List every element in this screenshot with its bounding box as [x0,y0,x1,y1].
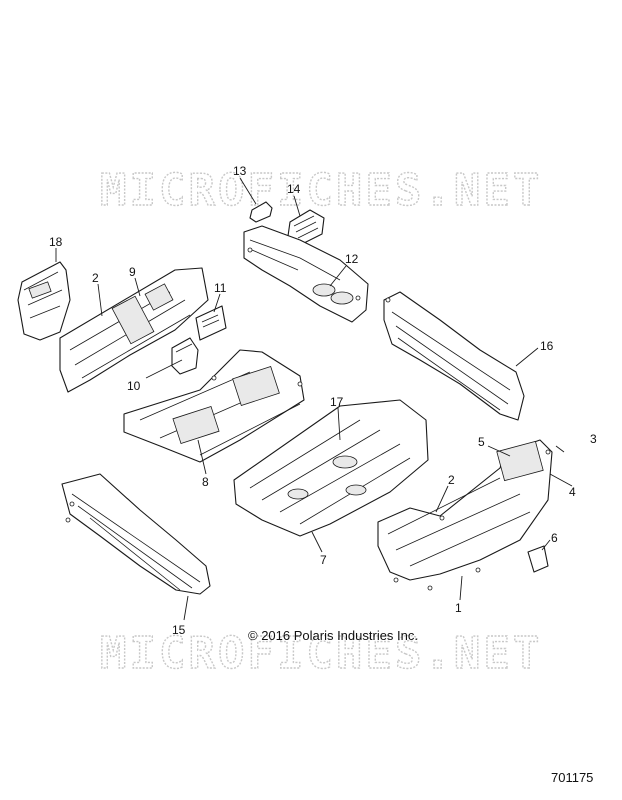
part-15-rocker-panel-left [61,473,211,595]
callout-2-right: 2 [448,473,455,487]
callout-17: 17 [330,395,344,409]
callout-18: 18 [49,235,63,249]
fasteners [65,247,551,591]
callout-8: 8 [202,475,209,489]
callout-11: 11 [214,281,227,295]
leader-lines [55,177,573,621]
document-number: 701175 [551,770,593,785]
part-2-dash-panel-left [59,267,209,393]
callout-16: 16 [540,339,554,353]
callout-14: 14 [287,182,301,196]
copyright-notice: © 2016 Polaris Industries Inc. [248,628,418,643]
callout-6: 6 [551,531,558,545]
part-6-bracket [527,545,549,573]
part-10-cover [171,337,199,375]
callout-10: 10 [127,379,141,393]
part-8-front-floor [123,349,305,463]
callout-7: 7 [320,553,327,567]
part-7-main-floor [233,399,429,537]
part-12-center-console [243,225,369,323]
part-1-floor-right [377,439,553,581]
watermark-top: MICROFICHES.NET [100,165,542,216]
callout-3: 3 [590,432,597,446]
callout-9: 9 [129,265,136,279]
watermark-bottom: MICROFICHES.NET [100,628,542,679]
part-18-storage-bin [17,261,71,341]
callout-2-left: 2 [92,271,99,285]
part-11-plate [195,305,227,341]
callout-5: 5 [478,435,485,449]
part-13-switch-bezel [249,201,273,223]
callout-15: 15 [172,623,186,637]
callout-1: 1 [455,601,462,615]
callouts: 13 14 18 2 9 11 12 16 10 17 8 7 15 2 5 3… [49,164,597,637]
part-16-rocker-panel-right [383,291,525,421]
callout-13: 13 [233,164,247,178]
callout-4: 4 [569,485,576,499]
callout-12: 12 [345,252,359,266]
